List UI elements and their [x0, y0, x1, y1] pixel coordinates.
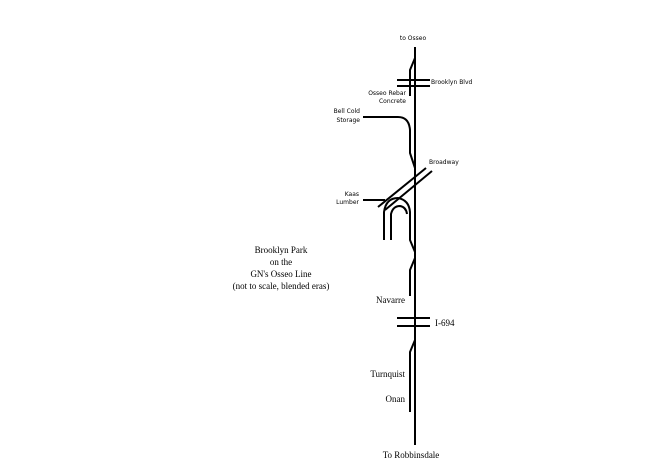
bell-cold-spur [363, 116, 416, 169]
label-osseo-rebar-1: Osseo Rebar [368, 90, 406, 97]
label-kaas-1: Kaas [345, 191, 359, 198]
label-kaas-2: Lumber [336, 199, 359, 206]
label-onan: Onan [386, 394, 406, 404]
label-navarre: Navarre [376, 295, 405, 305]
label-turnquist: Turnquist [370, 369, 405, 379]
caption-line-1: Brooklyn Park [255, 245, 308, 255]
label-to-robbinsdale: To Robbinsdale [383, 450, 440, 460]
caption-line-2: on the [270, 257, 292, 267]
label-brooklyn-blvd: Brooklyn Blvd [431, 79, 473, 86]
kaas-spur-outer [390, 205, 408, 240]
caption-line-4: (not to scale, blended eras) [233, 281, 330, 291]
label-osseo-rebar-2: Concrete [379, 98, 406, 105]
turnquist-siding [409, 339, 416, 412]
caption-line-3: GN's Osseo Line [250, 269, 311, 279]
spur-north [409, 57, 416, 96]
label-to-osseo: to Osseo [400, 35, 427, 42]
label-bell-cold-1: Bell Cold [334, 108, 361, 115]
broadway-road-left [377, 167, 427, 208]
navarre-siding [409, 257, 416, 296]
label-i694: I-694 [435, 318, 455, 328]
kaas-spur-inner [383, 197, 416, 253]
label-bell-cold-2: Storage [337, 117, 361, 124]
broadway-road-right [384, 170, 433, 211]
label-broadway: Broadway [429, 159, 459, 166]
